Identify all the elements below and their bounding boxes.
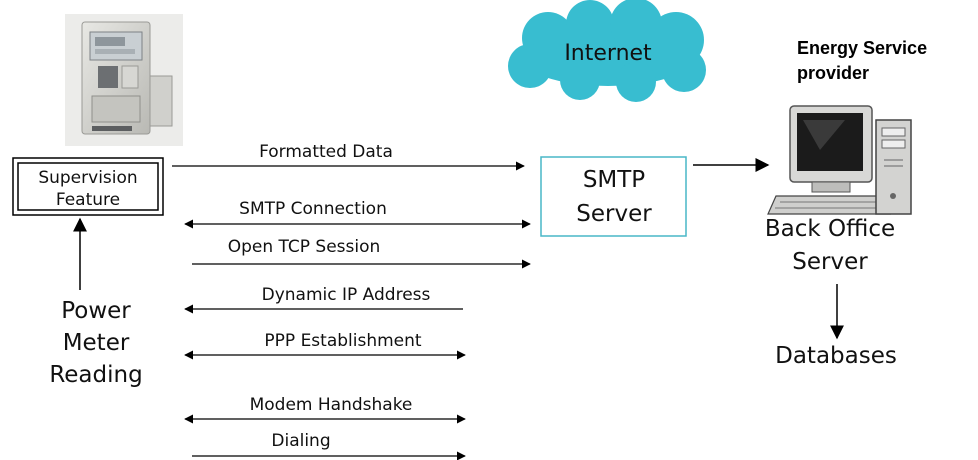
- computer-icon: [767, 105, 912, 215]
- backoffice-label-line2: Server: [792, 249, 868, 275]
- message-modem-handshake: Modem Handshake: [184, 395, 466, 424]
- message-label-dialing: Dialing: [271, 431, 330, 451]
- message-formatted-data: Formatted Data: [172, 142, 525, 171]
- message-label-ppp-establishment: PPP Establishment: [264, 331, 422, 351]
- power-label-line3: Reading: [49, 362, 142, 388]
- databases-label: Databases: [775, 343, 897, 369]
- message-label-modem-handshake: Modem Handshake: [250, 395, 413, 415]
- backoffice-label-line1: Back Office: [765, 216, 895, 242]
- smtp-server-box: SMTP Server: [540, 156, 687, 237]
- message-label-open-tcp-session: Open TCP Session: [228, 237, 381, 257]
- message-smtp-connection: SMTP Connection: [184, 199, 531, 229]
- message-dynamic-ip-address: Dynamic IP Address: [184, 285, 463, 314]
- message-label-formatted-data: Formatted Data: [259, 142, 393, 162]
- supervision-label-line1: Supervision: [38, 168, 137, 188]
- message-ppp-establishment: PPP Establishment: [184, 331, 466, 360]
- power-meter-reading-label: Power Meter Reading: [49, 298, 142, 388]
- supervision-label-line2: Feature: [56, 190, 120, 210]
- smtp-label-line1: SMTP: [583, 167, 645, 193]
- energy-label-line1: Energy Service: [797, 38, 927, 58]
- supervision-feature-box: Supervision Feature: [12, 157, 164, 216]
- back-office-server-label: Back Office Server: [765, 216, 895, 275]
- smtp-label-line2: Server: [576, 201, 652, 227]
- message-label-smtp-connection: SMTP Connection: [239, 199, 387, 219]
- internet-label: Internet: [564, 41, 652, 66]
- energy-provider-label: Energy Service provider: [797, 38, 927, 83]
- message-open-tcp-session: Open TCP Session: [192, 237, 531, 269]
- power-label-line2: Meter: [63, 330, 130, 356]
- energy-label-line2: provider: [797, 63, 869, 83]
- message-dialing: Dialing: [192, 431, 466, 460]
- cloud-icon: Internet: [508, 0, 706, 102]
- power-meter-icon: [65, 14, 183, 146]
- power-label-line1: Power: [61, 298, 131, 324]
- message-label-dynamic-ip-address: Dynamic IP Address: [262, 285, 431, 305]
